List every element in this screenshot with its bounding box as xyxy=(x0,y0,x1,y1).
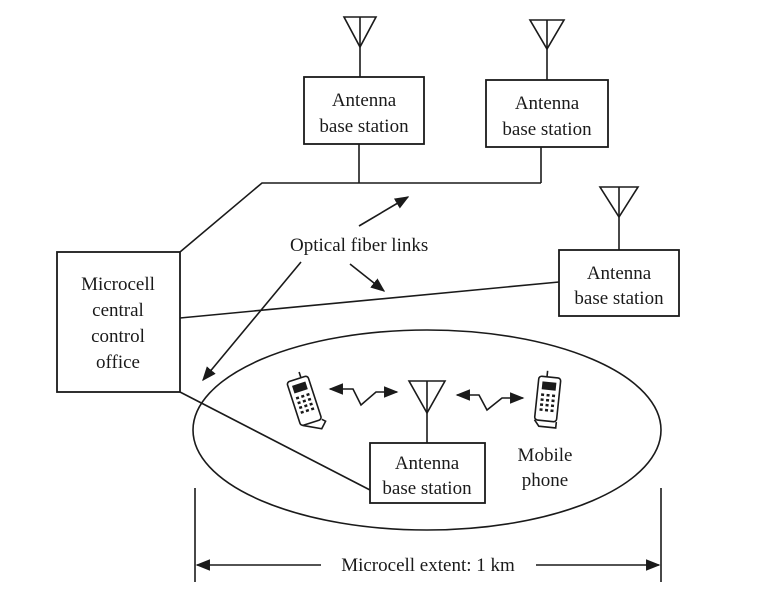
antenna-base-station-1: Antenna base station xyxy=(303,16,425,145)
antenna-icon xyxy=(407,380,447,443)
base-station-label: base station xyxy=(319,116,409,137)
fiber-links xyxy=(179,144,560,491)
base-station-label: base station xyxy=(502,119,592,140)
microcell-extent-label: Microcell extent: 1 km xyxy=(341,555,515,576)
base-station-label: base station xyxy=(382,478,472,499)
mobile-phone-icon xyxy=(533,370,562,429)
fiber-link-bottom xyxy=(179,391,371,491)
antenna-icon xyxy=(342,16,378,77)
label-arrows xyxy=(202,196,410,382)
antenna-label: Antenna xyxy=(515,93,580,114)
antenna-label: Antenna xyxy=(395,453,460,474)
mobile-phone-label-line-1: Mobile xyxy=(518,445,573,466)
antenna-icon xyxy=(528,19,566,80)
base-station-label: base station xyxy=(574,288,664,309)
office-label-line-3: control xyxy=(91,326,145,347)
arrow-icon xyxy=(358,196,410,227)
radio-link-icon xyxy=(455,389,525,412)
optical-fiber-links-label: Optical fiber links xyxy=(290,235,428,256)
mobile-phone-icon xyxy=(286,371,327,430)
antenna-base-station-4: Antenna base station xyxy=(369,380,486,504)
arrow-icon xyxy=(349,263,386,292)
antenna-base-station-2: Antenna base station xyxy=(485,19,609,148)
office-label-line-2: central xyxy=(92,300,144,321)
microcell-central-control-office: Microcell central control office xyxy=(56,251,181,393)
mobile-phone-label-line-2: phone xyxy=(522,470,568,491)
radio-link-icon xyxy=(328,383,399,407)
fiber-link-top xyxy=(179,182,541,253)
microcell-coverage-area xyxy=(192,329,662,531)
antenna-label: Antenna xyxy=(587,263,652,284)
microcell-extent-dimension: Microcell extent: 1 km xyxy=(194,488,662,582)
office-label-line-1: Microcell xyxy=(81,274,155,295)
office-label-line-4: office xyxy=(96,352,140,373)
fiber-link-right xyxy=(179,281,560,319)
arrow-icon xyxy=(202,261,302,382)
antenna-base-station-3: Antenna base station xyxy=(558,186,680,317)
antenna-label: Antenna xyxy=(332,90,397,111)
antenna-icon xyxy=(598,186,640,250)
